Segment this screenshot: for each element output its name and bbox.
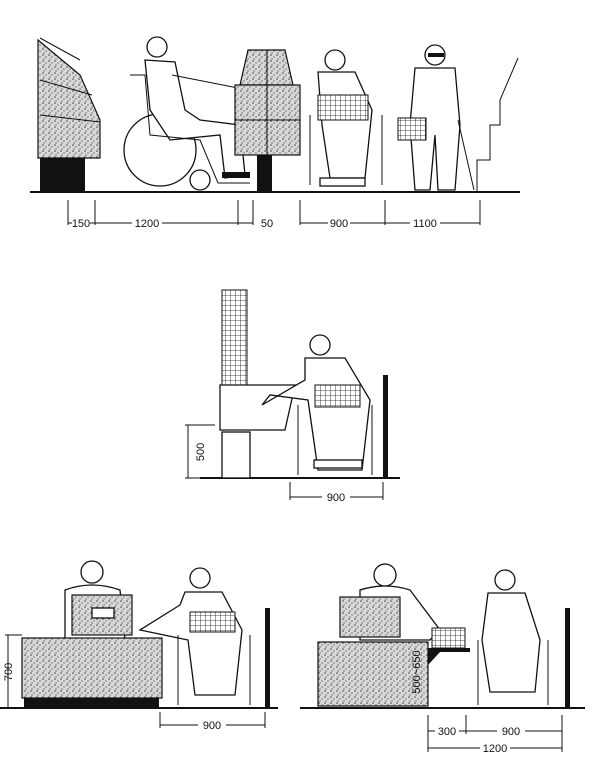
dim-700: 700 — [3, 663, 15, 681]
dim-900: 900 — [330, 218, 348, 230]
wheelchair-user-reaching-shelf — [261, 334, 388, 478]
cashier-and-lowered-counter — [317, 563, 470, 707]
wheelchair-user-at-counter — [138, 567, 270, 708]
dim-900: 900 — [502, 726, 520, 738]
display-shelf-left — [37, 37, 101, 192]
middle-panel-shelf-reach: 500 900 — [185, 289, 400, 504]
wheelchair-user-with-basket — [309, 49, 383, 187]
dim-900: 900 — [327, 492, 345, 504]
dim-900: 900 — [203, 720, 221, 732]
wheelchair-user-knees-under-counter — [477, 569, 570, 708]
dim-1200: 1200 — [135, 218, 159, 230]
dim-50: 50 — [261, 218, 273, 230]
dim-1100: 1100 — [413, 218, 437, 230]
middle-dimensions: 500 900 — [185, 424, 384, 504]
bottom-left-panel-checkout-counter: 700 900 — [0, 560, 278, 732]
cashier-and-register — [21, 560, 163, 708]
bottom-left-dimensions: 700 900 — [3, 634, 266, 732]
shelf-unit — [219, 289, 296, 479]
bottom-right-panel-lowered-counter: 500~650 300 900 1200 — [300, 563, 585, 755]
dim-1200: 1200 — [483, 743, 507, 755]
dim-150: 150 — [72, 218, 90, 230]
dim-500-650: 500~650 — [411, 650, 423, 693]
bottom-right-dimensions: 500~650 300 900 1200 — [411, 650, 563, 755]
wheelchair-user-reaching — [123, 36, 250, 191]
dim-500: 500 — [195, 443, 207, 461]
dim-300: 300 — [438, 726, 456, 738]
staircase — [476, 57, 519, 192]
display-counter-center — [234, 49, 301, 192]
top-dimensions: 150 1200 50 900 1100 — [67, 200, 481, 230]
top-panel-supermarket-aisle: 150 1200 50 900 1100 — [30, 36, 520, 230]
visually-impaired-shopper-with-cane — [397, 44, 475, 191]
